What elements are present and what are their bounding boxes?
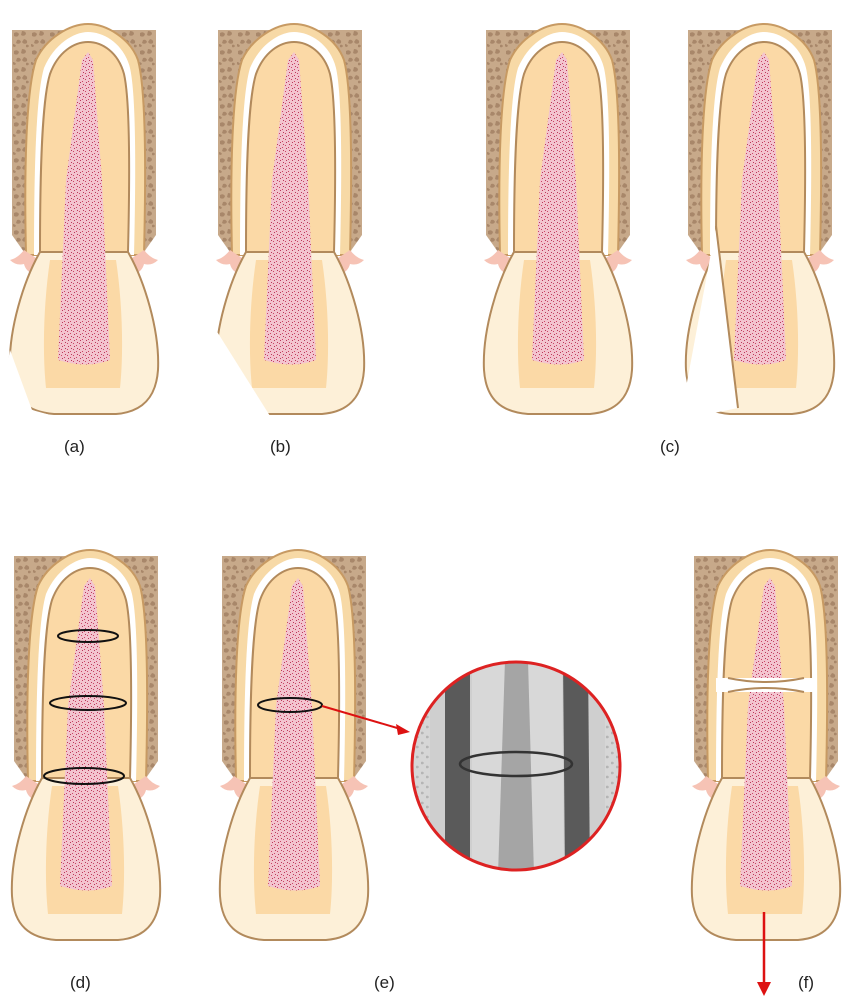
label-f: (f) bbox=[798, 973, 814, 992]
magnifier-circle-icon bbox=[410, 660, 625, 875]
tooth-d bbox=[12, 550, 160, 940]
tooth-c-left bbox=[484, 24, 632, 414]
tooth-a bbox=[0, 24, 158, 440]
label-c: (c) bbox=[660, 437, 680, 456]
tooth-e bbox=[220, 550, 368, 940]
tooth-b bbox=[190, 24, 364, 430]
label-a: (a) bbox=[64, 437, 85, 456]
label-d: (d) bbox=[70, 973, 91, 992]
tooth-f bbox=[692, 550, 840, 940]
label-e: (e) bbox=[374, 973, 395, 992]
tooth-c-right bbox=[680, 24, 834, 420]
label-b: (b) bbox=[270, 437, 291, 456]
